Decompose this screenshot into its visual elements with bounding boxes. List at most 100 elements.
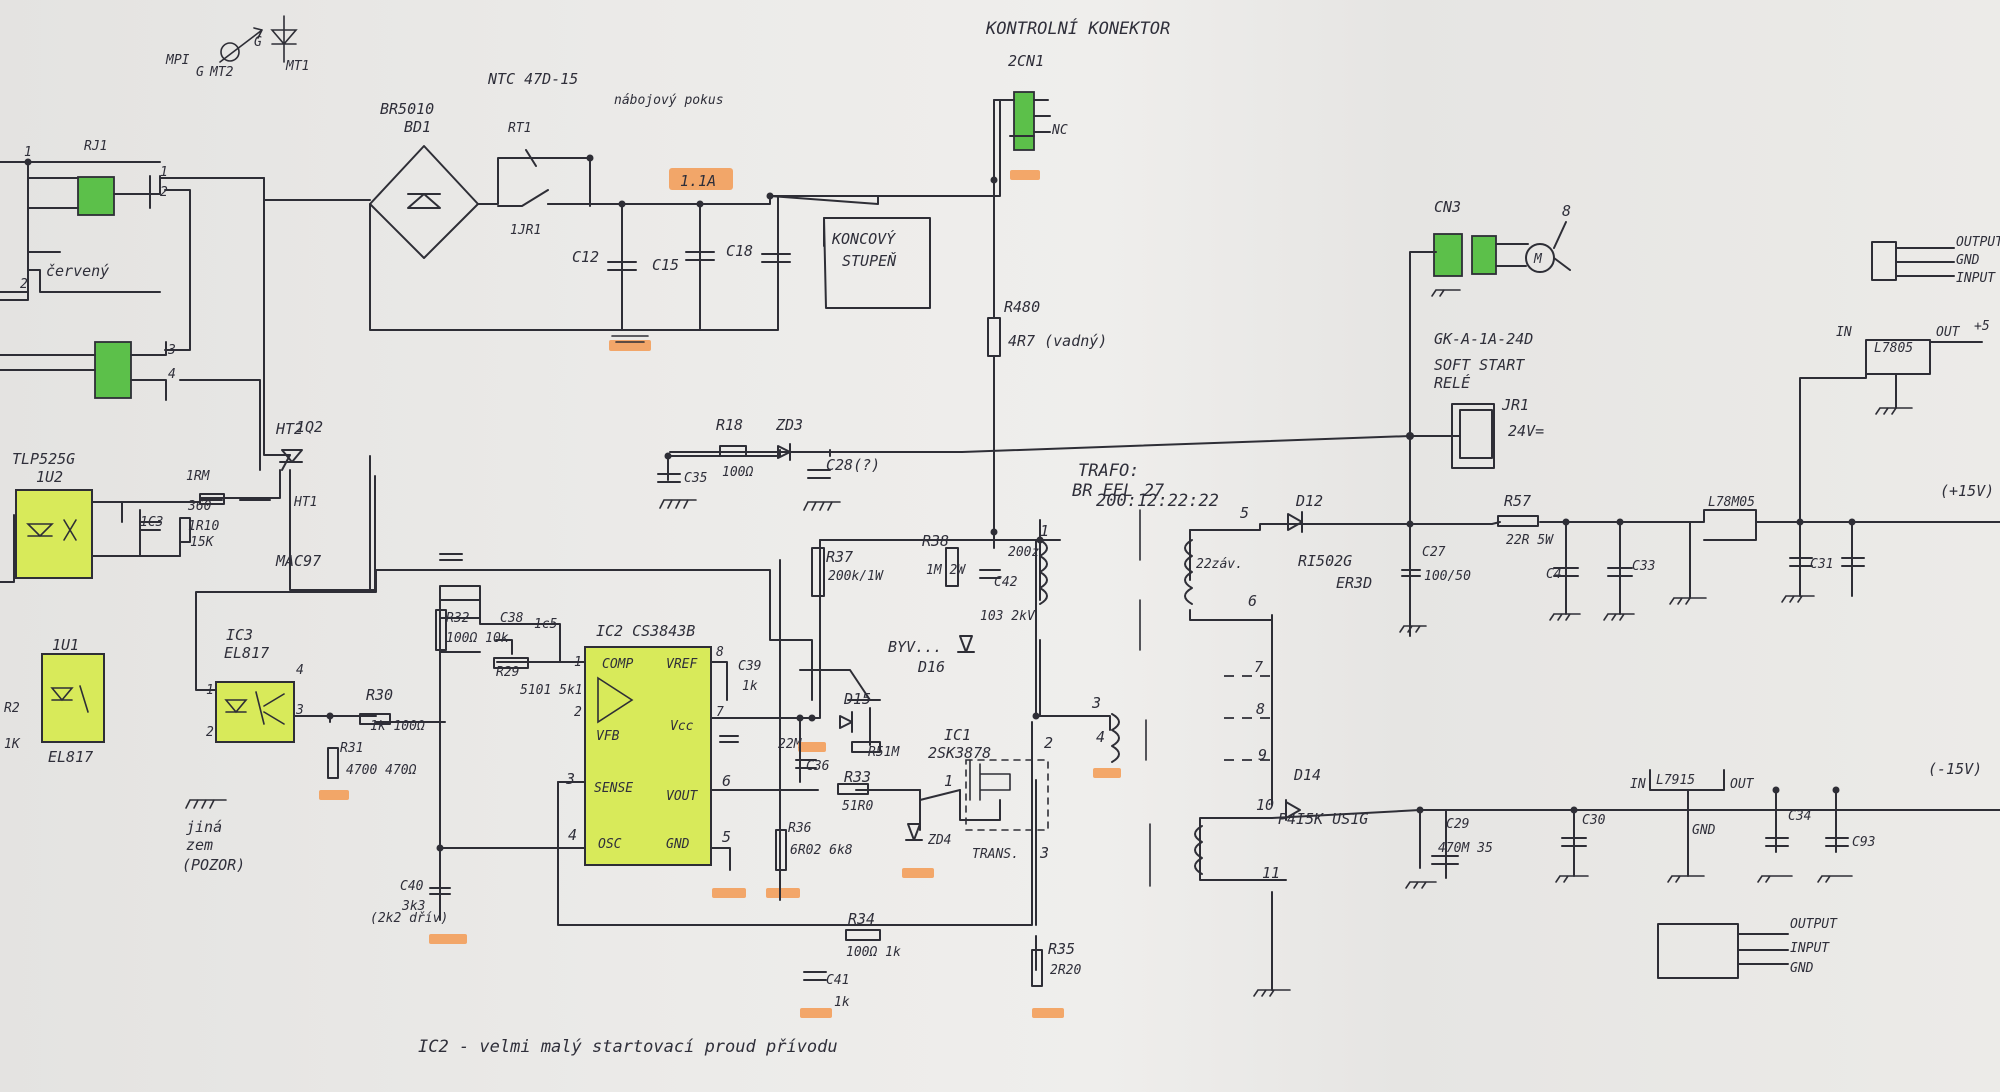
pin1-b: 1: [160, 165, 168, 180]
u1-label: 1U1: [52, 636, 79, 654]
trafo-pin1: 1: [1040, 522, 1049, 540]
ic3-label: IC3: [226, 626, 253, 644]
out-minus15: (-15V): [1928, 760, 1982, 778]
mac97-label: MAC97: [275, 552, 321, 570]
resistors: [179, 317, 1539, 987]
ic2-vcc: Vcc: [670, 719, 694, 734]
c18-label: C18: [726, 242, 753, 260]
ic2-pin3: 3: [565, 770, 575, 788]
pinout-top-gnd: GND: [1956, 253, 1980, 268]
cn1-label: 2CN1: [1008, 52, 1044, 70]
c12-label: C12: [572, 248, 599, 266]
d15-label: D15: [843, 690, 871, 708]
ic2-pin8: 8: [716, 645, 724, 660]
r29-label: R29: [496, 665, 519, 680]
c40-value: 3k3: [401, 899, 425, 914]
r35-value: 2R20: [1050, 963, 1081, 978]
c28-label: C28(?): [826, 456, 880, 474]
ground-symbols: [185, 289, 1913, 997]
l7915-label: L7915: [1656, 773, 1695, 788]
trafo-title: TRAFO:: [1078, 461, 1139, 481]
ic2-pin2: 2: [574, 705, 582, 720]
r18-label: R18: [716, 416, 743, 434]
ic2-pin6: 6: [722, 772, 731, 790]
r2-label: R2: [4, 701, 20, 716]
trafo-pin9: 9: [1258, 746, 1267, 764]
triac-legend-symbol: [219, 15, 298, 63]
c41-value: 1k: [834, 995, 850, 1010]
pinout-top-input: INPUT: [1956, 271, 1996, 286]
bridge-label: BR5010: [380, 100, 434, 118]
c200-label: 200z: [1008, 545, 1039, 560]
pin4-a: 4: [168, 367, 176, 382]
aux-pin4: 4: [1096, 728, 1105, 746]
trafo-ratio: 200:12:22:22: [1096, 491, 1219, 511]
zd3-label: ZD3: [775, 416, 803, 434]
r31-label: R31: [340, 741, 363, 756]
l7915-gnd: GND: [1692, 823, 1716, 838]
u2-label: 1U2: [36, 468, 63, 486]
ic2-pin7: 7: [716, 705, 724, 720]
output-stage-label-1: KONCOVÝ: [831, 229, 896, 248]
pin1-a: 1: [24, 145, 32, 160]
junction-dots: [24, 154, 1856, 852]
caution-note: (POZOR): [182, 856, 245, 874]
red-wire-note: červený: [46, 262, 109, 280]
c42-label: C42: [994, 575, 1018, 590]
tlp-label: TLP525G: [12, 450, 75, 468]
r57-label: R57: [1504, 492, 1531, 510]
trans-label: TRANS.: [972, 847, 1019, 862]
mosfet-pin3: 3: [1039, 844, 1049, 862]
ic2-vref: VREF: [666, 657, 698, 672]
r32-value: 100Ω 10k: [446, 631, 509, 646]
c39-label: C39: [738, 659, 761, 674]
c39-value: 1k: [742, 679, 758, 694]
connector-title: KONTROLNÍ KONEKTOR: [985, 17, 1170, 39]
diodes: [279, 193, 1303, 841]
ground-highlights: [319, 168, 1121, 1018]
r31-value: 4700 470Ω: [346, 763, 417, 778]
r38-value: 1M 2W: [926, 563, 966, 578]
el817b-label: EL817: [48, 748, 93, 766]
ic2-label: IC2 CS3843B: [596, 622, 695, 640]
r51m-label: R51M: [868, 745, 900, 760]
coils: [1039, 539, 1203, 875]
r2-value: 1K: [4, 737, 21, 752]
ground-note: zem: [186, 836, 213, 854]
ht2-label: HT2: [275, 420, 303, 438]
rm-label: 1RM: [186, 469, 211, 484]
triac-legend-mt1: MT1: [285, 59, 309, 74]
nc-label: NC: [1051, 123, 1068, 138]
c35-label: C35: [684, 471, 708, 486]
c38-label: C38: [500, 611, 524, 626]
trafo-pin10: 10: [1256, 796, 1274, 814]
number-8: 8: [1562, 202, 1571, 220]
relay-contact-label: 1JR1: [510, 223, 541, 238]
bridge-ref: BD1: [404, 118, 431, 136]
l7915-out: OUT: [1730, 777, 1755, 792]
trafo-pin5: 5: [1240, 504, 1249, 522]
pin2-a: 2: [20, 277, 28, 292]
c36-value: 22M: [778, 737, 803, 752]
mosfet-pin2: 2: [1044, 734, 1053, 752]
d14-type: P4I5K US1G: [1278, 810, 1368, 828]
pinout-bot-output: OUTPUT: [1790, 917, 1838, 932]
ic2-pin5: 5: [722, 828, 731, 846]
r36-label: R36: [788, 821, 812, 836]
ic3-pin4: 4: [296, 663, 304, 678]
pinout-bot-input: INPUT: [1790, 941, 1830, 956]
ic2-pin1: 1: [574, 655, 582, 670]
c4-label: C4: [1546, 567, 1562, 582]
trafo-pin6: 6: [1248, 592, 1257, 610]
other-ground-note: jiná: [186, 818, 222, 836]
ic3-pin1: 1: [206, 683, 214, 698]
c38-value: 1c5: [534, 617, 558, 632]
triac-legend-g2: G: [254, 35, 262, 50]
aux-pin3: 3: [1091, 694, 1101, 712]
r360-label: 360: [187, 499, 212, 514]
fuse-label: 1.1A: [680, 172, 716, 190]
r57-value: 22R 5W: [1506, 533, 1554, 548]
r32-label: R32: [446, 611, 470, 626]
ic2-comp: COMP: [602, 657, 633, 672]
ht1-label: HT1: [293, 495, 317, 510]
